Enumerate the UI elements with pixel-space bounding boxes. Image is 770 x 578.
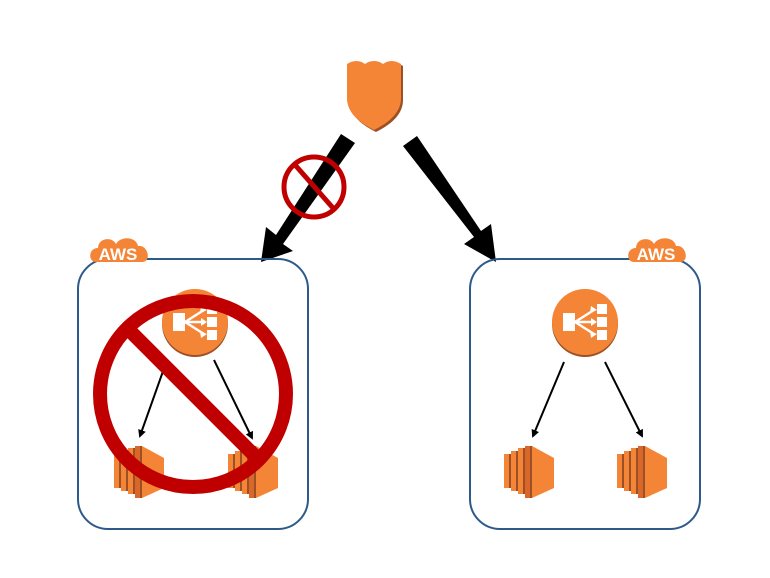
active-route-arrow <box>403 136 496 262</box>
connector-arrow <box>604 361 643 438</box>
aws-cloud-badge-right: AWS <box>628 238 686 264</box>
region-left: AWS <box>77 238 309 530</box>
route53-shield-icon <box>347 61 403 132</box>
large-prohibited-icon <box>93 294 293 494</box>
ec2-instance-icon <box>504 446 554 498</box>
connector-arrow <box>213 359 253 440</box>
ec2-instance-icon <box>617 446 667 498</box>
elb-icon <box>550 287 620 359</box>
small-prohibited-icon <box>281 154 347 220</box>
aws-badge-label: AWS <box>99 245 138 264</box>
region-right: AWS <box>469 238 701 530</box>
blocked-route-arrow <box>261 134 355 262</box>
connector-arrow <box>531 361 565 438</box>
aws-badge-label: AWS <box>637 245 676 264</box>
aws-cloud-badge-left: AWS <box>90 238 148 264</box>
